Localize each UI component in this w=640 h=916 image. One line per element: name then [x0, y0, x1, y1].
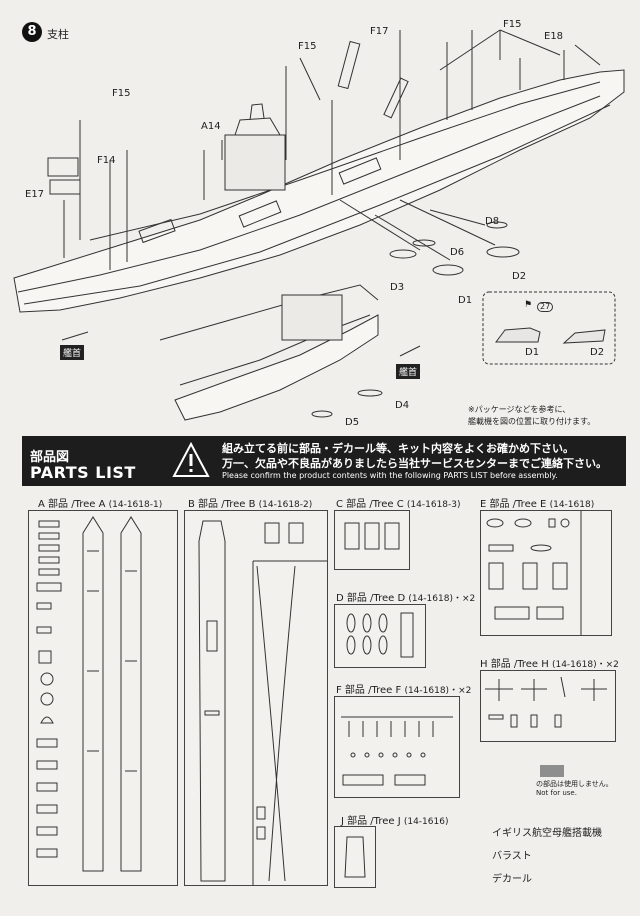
tree-b-parts-drawing: [198, 520, 327, 885]
label-inset-d1: D1: [525, 347, 540, 358]
parts-list-title-en: PARTS LIST: [30, 463, 136, 482]
warning-text-line-1: 組み立てる前に部品・デカール等、キット内容をよくお確かめ下さい。: [222, 442, 574, 455]
tree-d-frame: [334, 604, 426, 668]
tree-a-parts-drawing: [36, 516, 142, 872]
label-f17: F17: [370, 26, 389, 37]
bow-label-left: 艦首: [60, 345, 85, 360]
tree-c-frame: [334, 510, 410, 570]
label-inset-d2: D2: [590, 347, 605, 358]
accessory-ballast: バラスト: [492, 851, 532, 862]
label-d2: D2: [512, 271, 527, 282]
aircraft-placement-note: ※パッケージなどを参考に、 艦載機を図の位置に取り付けます。: [468, 404, 595, 428]
label-f14: F14: [97, 155, 116, 166]
tree-f-frame: [334, 696, 460, 798]
note-line-1: ※パッケージなどを参考に、: [468, 405, 571, 414]
ref-number-badge: 27: [537, 302, 554, 312]
tree-d-title: D 部品 /Tree D (14-1618)・×2: [336, 593, 476, 604]
tree-h-frame: [480, 670, 616, 742]
tree-h-parts-drawing: [485, 676, 607, 728]
tree-a-frame: [28, 510, 178, 886]
accessory-aircraft: イギリス航空母艦搭載機: [492, 828, 602, 839]
assembly-illustration: [13, 29, 625, 421]
warning-text-english: Please confirm the product contents with…: [222, 471, 558, 480]
label-d5: D5: [345, 417, 360, 428]
label-d8: D8: [485, 216, 500, 227]
tree-a-title: A 部品 /Tree A (14-1618-1): [38, 499, 163, 510]
step-title: 支柱: [47, 28, 69, 41]
label-e18: E18: [544, 31, 564, 42]
tree-h-title: H 部品 /Tree H (14-1618)・×2: [480, 659, 619, 670]
flag-icon: ⚑: [524, 300, 533, 310]
tree-c-parts-drawing: [344, 522, 400, 550]
tree-e-title: E 部品 /Tree E (14-1618): [480, 499, 595, 510]
bow-label-right: 艦首: [396, 364, 421, 379]
tree-f-parts-drawing: [341, 716, 453, 786]
tree-b-frame: [184, 510, 328, 886]
label-e17: E17: [25, 189, 45, 200]
tree-j-title: J 部品 /Tree J (14-1616): [341, 816, 449, 827]
label-f15-left: F15: [112, 88, 131, 99]
unused-parts-swatch: [540, 765, 564, 777]
label-f15-top: F15: [298, 41, 317, 52]
unused-parts-legend: の部品は使用しません。 Not for use.: [536, 780, 613, 798]
parts-list-banner: 部品図 PARTS LIST 組み立てる前に部品・デカール等、キット内容をよくお…: [22, 436, 626, 486]
label-a14: A14: [201, 121, 221, 132]
tree-j-frame: [334, 826, 376, 888]
legend-line-2: Not for use.: [536, 789, 577, 797]
label-d3: D3: [390, 282, 405, 293]
warning-text-line-2: 万一、欠品や不良品がありましたら当社サービスセンターまでご連絡下さい。: [222, 457, 607, 470]
note-line-2: 艦載機を図の位置に取り付けます。: [468, 417, 596, 426]
tree-d-parts-drawing: [346, 612, 414, 658]
step-number-badge: 8: [22, 22, 42, 42]
tree-c-title: C 部品 /Tree C (14-1618-3): [336, 499, 461, 510]
tree-j-parts-drawing: [344, 836, 366, 878]
accessory-decal: デカール: [492, 874, 532, 885]
label-d1: D1: [458, 295, 473, 306]
legend-line-1: の部品は使用しません。: [536, 780, 613, 788]
tree-e-parts-drawing: [486, 511, 582, 635]
tree-b-title: B 部品 /Tree B (14-1618-2): [188, 499, 313, 510]
label-f15-top-right: F15: [503, 19, 522, 30]
tree-f-title: F 部品 /Tree F (14-1618)・×2: [336, 685, 472, 696]
label-d6: D6: [450, 247, 465, 258]
tree-e-frame: [480, 510, 612, 636]
label-d4: D4: [395, 400, 410, 411]
warning-icon: [172, 442, 210, 477]
parts-list-title-jp: 部品図: [30, 450, 70, 465]
